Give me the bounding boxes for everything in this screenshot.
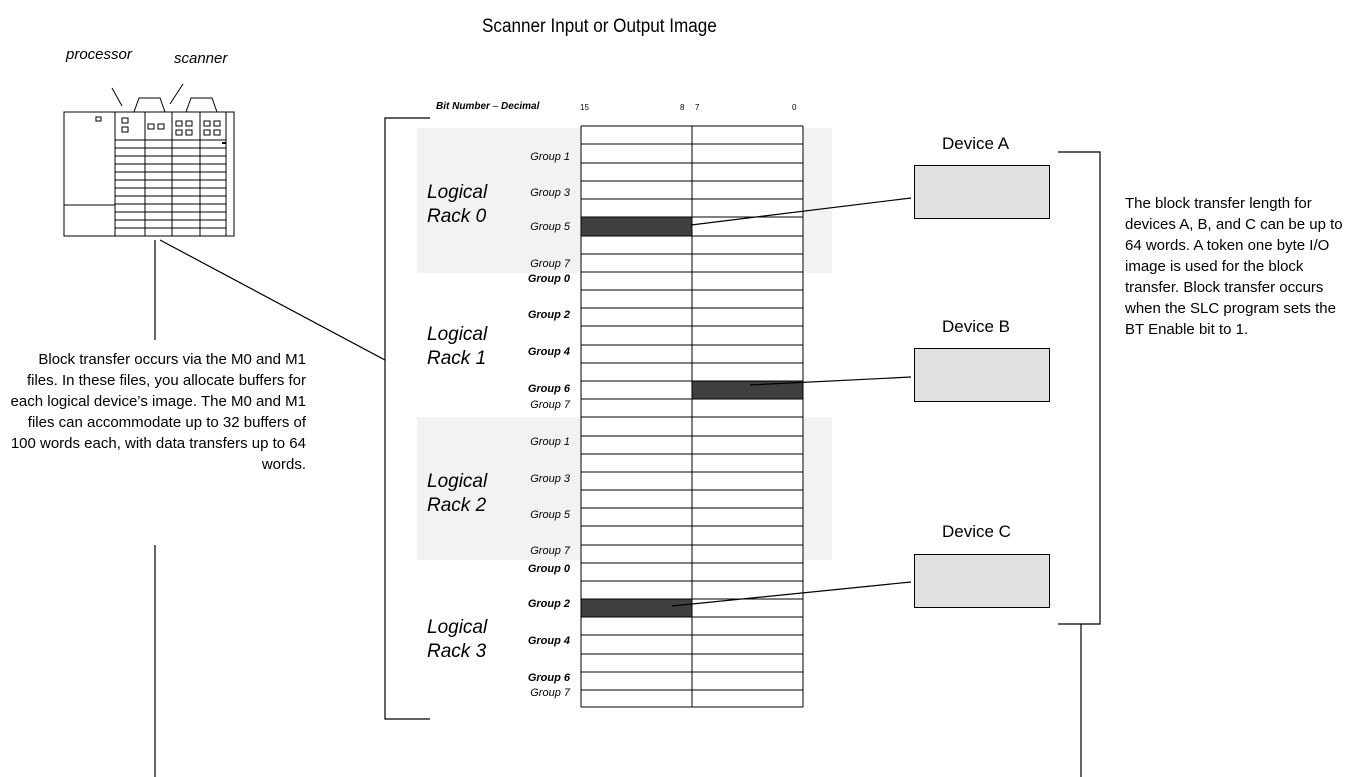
rack-3-label: Logical Rack 3: [427, 616, 487, 664]
diagram-title: Scanner Input or Output Image: [482, 16, 717, 37]
group-label: Group 7: [530, 399, 570, 411]
group5-filled-byte: [581, 217, 692, 236]
group-label: Group 2: [527, 309, 570, 321]
bit-number-separator: –: [492, 101, 499, 112]
rack-1-line2: Rack 1: [427, 348, 487, 369]
group-label: Group 3: [530, 473, 570, 485]
slc-chassis-icon: [63, 83, 235, 237]
bit-8-label: 8: [680, 103, 685, 112]
group-label: Group 2: [527, 598, 570, 610]
scanner-label: scanner: [174, 50, 228, 67]
rack-2-label: Logical Rack 2: [427, 470, 487, 518]
rack-0-line1: Logical: [427, 182, 488, 203]
group-label: Group 1: [530, 436, 570, 448]
device-b-box: [914, 348, 1050, 402]
device-a-box: [914, 165, 1050, 219]
group6-filled-byte: [692, 381, 803, 399]
group-label: Group 4: [527, 346, 570, 358]
group-label: Group 7: [530, 687, 570, 699]
device-a-label: Device A: [942, 134, 1010, 153]
group-label: Group 6: [527, 672, 570, 684]
group-label: Group 5: [530, 221, 570, 233]
rack-0-label: Logical Rack 0: [427, 181, 487, 229]
rack-3-line2: Rack 3: [427, 641, 487, 662]
connector-lines: [154, 117, 1101, 777]
image-table-grid: [580, 125, 804, 708]
group-label: Group 5: [530, 509, 570, 521]
bit-number-text: Bit Number: [436, 101, 490, 112]
bit-7-label: 7: [695, 103, 700, 112]
rack-1-label: Logical Rack 1: [427, 323, 487, 371]
right-note: The block transfer length for devices A,…: [1125, 195, 1343, 338]
rack-2-line2: Rack 2: [427, 495, 487, 516]
rack-2-line1: Logical: [427, 471, 488, 492]
group-label: Group 0: [527, 563, 570, 575]
device-b-label: Device B: [942, 317, 1011, 336]
left-note: Block transfer occurs via the M0 and M1 …: [10, 351, 306, 473]
group-label: Group 4: [527, 635, 570, 647]
group-label: Group 6: [527, 383, 570, 395]
group-label: Group 1: [530, 151, 570, 163]
group2-filled-byte: [581, 599, 692, 617]
rack-1-line1: Logical: [427, 324, 488, 345]
processor-label: processor: [66, 46, 132, 63]
group-label: Group 3: [530, 187, 570, 199]
group-label: Group 7: [530, 258, 570, 270]
bit-0-label: 0: [792, 103, 797, 112]
device-c-label: Device C: [942, 522, 1011, 541]
bit-number-suffix: Decimal: [501, 101, 540, 112]
rack-0-line2: Rack 0: [427, 206, 487, 227]
bit-15-label: 15: [580, 103, 589, 112]
device-c-box: [914, 554, 1050, 608]
group-label: Group 0: [527, 273, 570, 285]
group-label: Group 7: [530, 545, 570, 557]
rack-3-line1: Logical: [427, 617, 488, 638]
bit-number-label: Bit Number – Decimal: [436, 101, 539, 112]
